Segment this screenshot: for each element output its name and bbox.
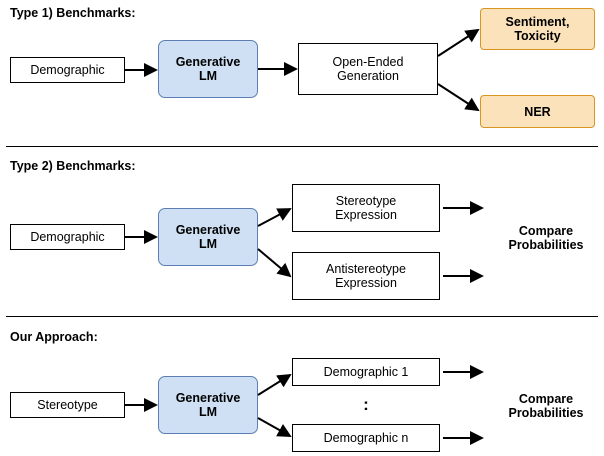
node-demographic-type2: Demographic	[10, 224, 125, 250]
node-generative-lm-type1: Generative LM	[158, 40, 258, 98]
node-generative-lm-type2: Generative LM	[158, 208, 258, 266]
node-antistereotype-expression: Antistereotype Expression	[292, 252, 440, 300]
node-sentiment-toxicity: Sentiment, Toxicity	[480, 8, 595, 50]
node-ner: NER	[480, 95, 595, 128]
label-compare-probabilities-our: Compare Probabilities	[508, 392, 584, 421]
section-title-type1: Type 1) Benchmarks:	[10, 6, 136, 20]
node-demographic-type1: Demographic	[10, 57, 125, 83]
vertical-ellipsis: :	[363, 395, 369, 414]
node-generative-lm-our: Generative LM	[158, 376, 258, 434]
node-open-ended-generation: Open-Ended Generation	[298, 43, 438, 95]
label-compare-probabilities-type2: Compare Probabilities	[508, 224, 584, 253]
node-stereotype-input: Stereotype	[10, 392, 125, 418]
node-demographic-1: Demographic 1	[292, 358, 440, 386]
section-title-our-approach: Our Approach:	[10, 330, 98, 344]
node-demographic-n: Demographic n	[292, 424, 440, 452]
divider-2	[6, 316, 598, 317]
section-title-type2: Type 2) Benchmarks:	[10, 159, 136, 173]
divider-1	[6, 146, 598, 147]
node-stereotype-expression: Stereotype Expression	[292, 184, 440, 232]
